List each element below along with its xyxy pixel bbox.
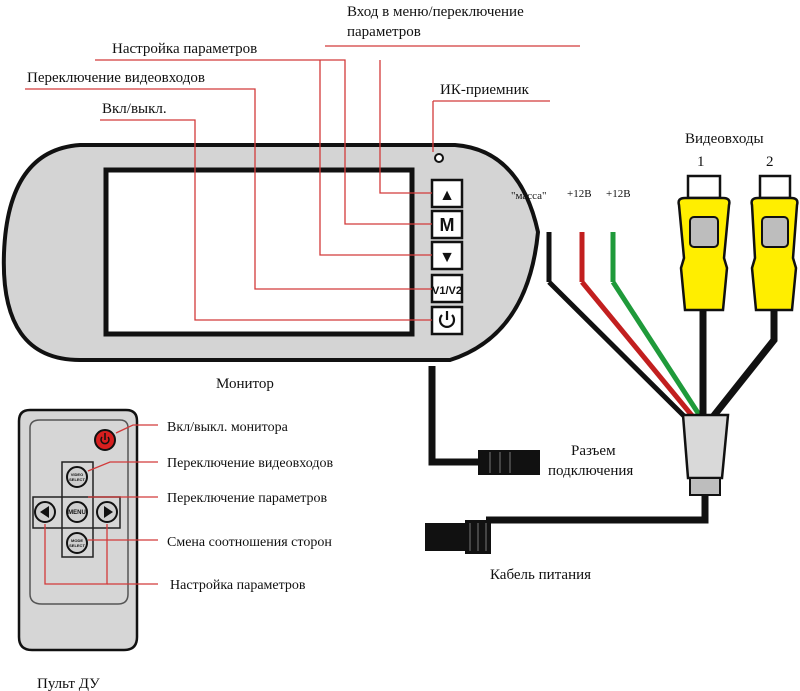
left-arrow-icon	[40, 506, 49, 518]
monitor-leader-lines	[25, 45, 580, 321]
remote-left-button[interactable]	[34, 501, 56, 523]
remote-leader-lines	[44, 424, 158, 585]
label-connector-line1: Разъем	[571, 443, 616, 459]
label-monitor: Монитор	[216, 376, 274, 392]
rca-connector-1	[677, 174, 731, 312]
rca-connector-2	[750, 174, 799, 312]
monitor-v1v2-button[interactable]: V1/V2	[430, 273, 464, 304]
monitor-screen	[103, 167, 415, 337]
label-remote-aspect: Смена соотношения сторон	[167, 535, 332, 550]
monitor-power-button[interactable]	[430, 305, 464, 336]
label-remote-video-switch: Переключение видеовходов	[167, 456, 333, 471]
label-remote: Пульт ДУ	[37, 676, 100, 691]
label-param-setup: Настройка параметров	[112, 41, 257, 57]
remote-mode-select-button[interactable]: MODE SELECT	[66, 532, 88, 554]
connector-plug	[478, 450, 540, 475]
label-video-input-2: 2	[766, 154, 774, 170]
monitor-down-button[interactable]: ▼	[430, 240, 464, 271]
rca-cables	[699, 310, 778, 421]
remote-video-select-button[interactable]: VIDEO SELECT	[66, 466, 88, 488]
remote-dpad-cross	[32, 496, 121, 529]
remote-control: VIDEO SELECT MENU MODE SELECT	[17, 408, 139, 652]
cable-junction	[486, 413, 730, 524]
label-remote-param-setup: Настройка параметров	[170, 578, 306, 593]
down-arrow-icon: ▼	[439, 249, 455, 266]
monitor-up-button[interactable]: ▲	[430, 178, 464, 209]
monitor: ▲ M ▼ V1/V2	[1, 143, 541, 362]
video-select-label-line1: VIDEO	[71, 472, 83, 477]
label-wire-ground: "масса"	[511, 190, 547, 202]
menu-button-label: M	[440, 215, 455, 235]
label-video-inputs-title: Видеовходы	[685, 131, 764, 147]
video-select-label-line2: SELECT	[69, 477, 85, 482]
up-arrow-icon: ▲	[439, 187, 455, 204]
label-remote-power: Вкл/выкл. монитора	[167, 420, 289, 435]
remote-menu-label: MENU	[68, 510, 86, 516]
remote-power-button[interactable]	[94, 429, 116, 451]
label-power: Вкл/выкл.	[102, 101, 167, 117]
power-wires	[546, 232, 703, 422]
power-icon	[438, 311, 456, 328]
mode-select-label-line1: MODE	[71, 538, 83, 543]
label-ir-receiver: ИК-приемник	[440, 82, 530, 98]
remote-body	[17, 408, 139, 652]
v1v2-button-label: V1/V2	[432, 285, 462, 297]
monitor-cable	[428, 366, 540, 475]
label-menu-entry-line1: Вход в меню/переключение	[347, 4, 524, 20]
label-video-input-1: 1	[697, 154, 705, 170]
label-wire-12v-green: +12В	[606, 188, 631, 200]
label-wire-12v-red: +12В	[567, 188, 592, 200]
label-remote-param-switch: Переключение параметров	[167, 491, 327, 506]
remote-menu-button[interactable]: MENU	[66, 501, 88, 523]
ir-receiver-sensor	[434, 153, 444, 163]
right-arrow-icon	[104, 506, 113, 518]
label-power-cable: Кабель питания	[490, 567, 591, 583]
remote-right-button[interactable]	[96, 501, 118, 523]
monitor-menu-button[interactable]: M	[430, 209, 464, 240]
mode-select-label-line2: SELECT	[69, 543, 85, 548]
label-connector-line2: подключения	[548, 463, 633, 479]
label-menu-entry-line2: параметров	[347, 24, 421, 40]
power-cable-plug	[425, 520, 491, 554]
label-video-switch: Переключение видеовходов	[27, 70, 205, 86]
remote-power-icon	[100, 433, 110, 445]
